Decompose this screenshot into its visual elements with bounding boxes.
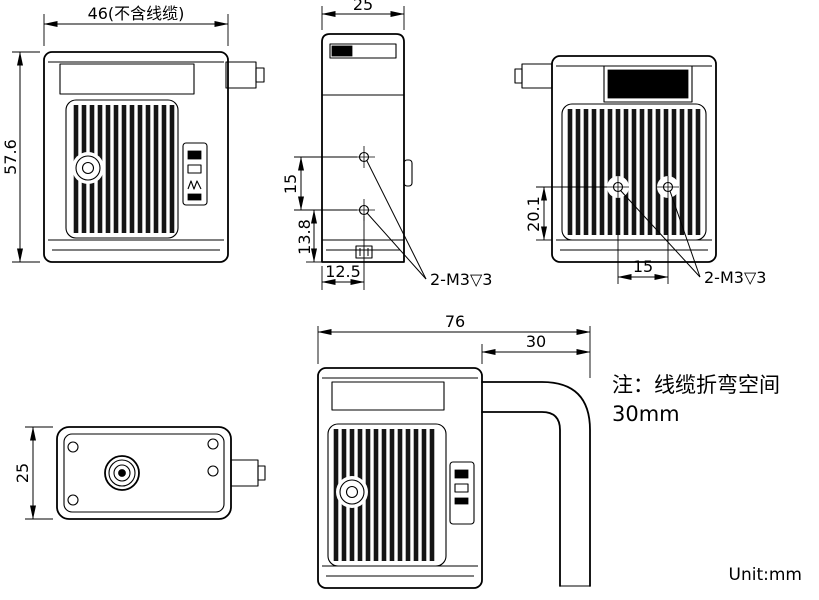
top-hole-2: [67, 494, 79, 506]
thread-label-back: 2-M3▽3: [704, 268, 766, 287]
front-body-outline: [43, 51, 229, 263]
dim-label-back-offset: 20.1: [524, 196, 543, 232]
back-view: 20.1 15 2-M3▽3: [514, 55, 766, 287]
front-rib-panel: [65, 99, 179, 239]
front-lens-inner: [81, 161, 95, 175]
top-logo-button: [104, 455, 140, 491]
front-view: 46(不含线缆) 57.6: [1, 4, 265, 263]
back-body-outline: [551, 55, 717, 263]
back-thread-callout: 2-M3▽3: [620, 190, 766, 287]
cable-label-panel: [449, 461, 475, 525]
thread-label-side: 2-M3▽3: [430, 270, 492, 289]
dim-front-height: 57.6: [1, 51, 40, 263]
side-thread-callout: 2-M3▽3: [366, 160, 492, 289]
side-top-detail: [329, 43, 397, 59]
side-tab: [403, 159, 413, 187]
front-label-panel: [182, 142, 208, 206]
top-hole-3: [207, 438, 219, 450]
dim-top-height: 25: [13, 426, 53, 520]
dim-label-front-width: 46(不含线缆): [88, 4, 185, 23]
dim-label-total-width: 76: [445, 312, 465, 331]
dim-label-bend-space: 30: [526, 332, 546, 351]
top-view: 25: [13, 426, 266, 520]
top-hole-1: [67, 441, 79, 453]
dim-label-side-width: 25: [353, 0, 373, 14]
dim-label-side-offset: 13.8: [295, 219, 314, 255]
front-connector: [225, 61, 257, 89]
top-hole-4: [207, 465, 219, 477]
dim-side-hole-offset: 13.8: [295, 209, 322, 263]
back-hole-right: [657, 176, 679, 198]
front-top-face: [59, 63, 195, 95]
cable-lens-outer: [339, 479, 365, 505]
front-lens-outer: [75, 155, 101, 181]
dim-front-width: 46(不含线缆): [43, 4, 229, 46]
side-view: 25 15 13.8 12.5 2-M3▽3: [281, 0, 492, 290]
front-connector-stub: [255, 67, 265, 83]
note-line-1: 注：线缆折弯空间: [612, 373, 780, 397]
top-connector-stub: [257, 465, 266, 481]
cable-top-face: [331, 381, 445, 411]
cable-side-view: 76 30: [317, 312, 591, 589]
back-hole-left: [607, 176, 629, 198]
dim-side-width: 25: [321, 0, 405, 30]
bent-cable: [481, 381, 591, 587]
note-line-2: 30mm: [612, 402, 680, 426]
side-body-outline: [321, 33, 405, 263]
dim-label-top-height: 25: [13, 463, 32, 483]
back-ribs: [567, 109, 701, 235]
back-connector-stub: [514, 68, 523, 84]
back-connector: [521, 63, 553, 89]
dim-back-hole-offset: 20.1: [524, 186, 607, 241]
dim-label-side-spacing: 15: [281, 174, 300, 194]
cable-lens-inner: [345, 485, 359, 499]
dim-label-side-hole-x: 12.5: [325, 262, 361, 281]
top-connector: [230, 459, 259, 487]
dim-side-hole-spacing: 15: [281, 156, 357, 211]
dim-back-hole-spacing: 15: [617, 198, 669, 284]
dim-label-back-spacing: 15: [633, 257, 653, 276]
unit-label: Unit:mm: [729, 565, 802, 585]
top-body-outline: [56, 426, 232, 520]
cable-body-outline: [317, 367, 483, 589]
dim-cable-bend-space: 30: [481, 332, 591, 364]
note-block: 注：线缆折弯空间 30mm: [612, 373, 780, 426]
dim-label-front-height: 57.6: [1, 139, 20, 175]
back-display-window: [607, 69, 689, 99]
dim-side-hole-x: 12.5: [321, 216, 365, 290]
